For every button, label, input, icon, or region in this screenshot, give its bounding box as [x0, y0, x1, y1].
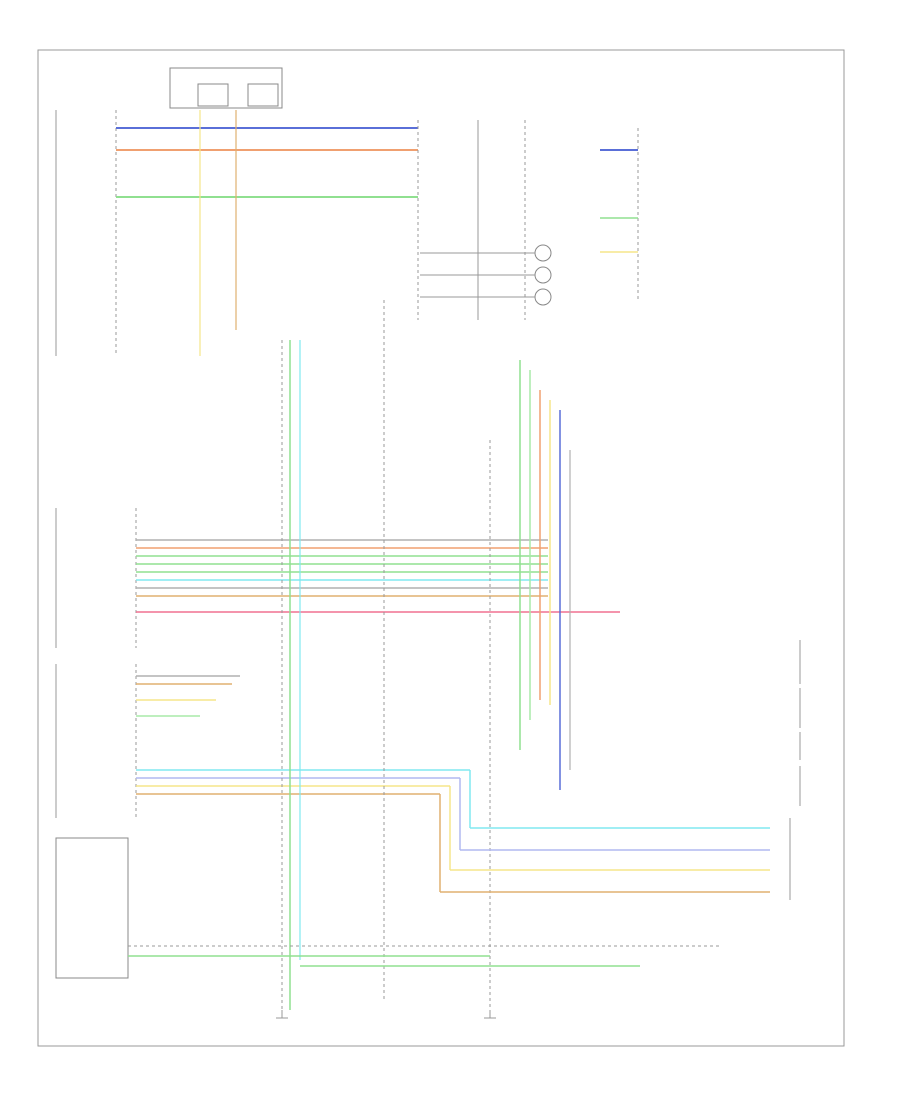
trunk-wires [281, 300, 491, 1010]
bottom-bus [128, 945, 720, 967]
lamp-icon [534, 244, 552, 262]
radio-wires [136, 675, 470, 795]
lamp-icon [534, 266, 552, 284]
antenna-amplifier [55, 508, 137, 648]
transmission-control-module [55, 110, 117, 356]
diagram-frame [37, 49, 845, 1047]
steering-column-module [524, 120, 639, 320]
ground-symbol-icon [276, 1010, 496, 1019]
fuse-block [169, 67, 283, 109]
radio-control-head [55, 837, 129, 979]
bus-wires [136, 539, 620, 613]
radio [55, 664, 137, 818]
speaker-wires [439, 360, 770, 893]
turn-signal-switch [417, 120, 552, 320]
lamp-icon [534, 288, 552, 306]
upper-wires [116, 110, 418, 356]
